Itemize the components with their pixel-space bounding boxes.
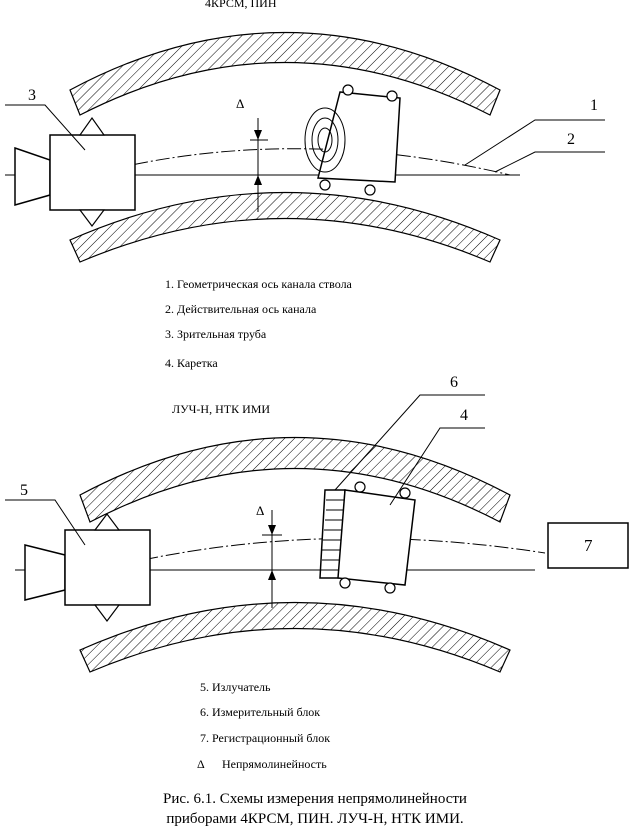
top-scheme: Δ 3 1 2 xyxy=(5,31,605,263)
legend-item-nonstraightness: Непрямолинейность xyxy=(222,757,327,771)
top-delta-label: Δ xyxy=(236,96,244,111)
callout-2: 2 xyxy=(567,131,575,148)
callout-1: 1 xyxy=(590,97,598,114)
callout-5: 5 xyxy=(20,482,28,499)
carriage-icon xyxy=(304,84,401,196)
bottom-delta-label: Δ xyxy=(256,503,264,518)
bottom-carriage-icon xyxy=(337,481,416,594)
callout-leader-4 xyxy=(389,427,485,506)
callout-leader-6 xyxy=(334,394,485,491)
legend-item-2: 2. Действительная ось канала xyxy=(165,302,317,316)
legend-item-7: 7. Регистрационный блок xyxy=(200,731,331,745)
bottom-barrel-upper-wall xyxy=(79,436,511,523)
legend-item-3: 3. Зрительная труба xyxy=(165,327,267,341)
legend-item-1: 1. Геометрическая ось канала ствола xyxy=(165,277,352,291)
top-barrel-upper-wall xyxy=(69,31,501,116)
registration-block-label: 7 xyxy=(584,536,593,555)
registration-block xyxy=(547,522,629,569)
bottom-scheme: Δ 7 5 6 4 Δ xyxy=(5,374,629,771)
legend-item-4: 4. Каретка xyxy=(165,356,218,370)
emitter-icon xyxy=(24,513,151,622)
legend-delta-symbol: Δ xyxy=(197,757,205,771)
callout-leader-3 xyxy=(5,104,86,151)
callout-3: 3 xyxy=(28,87,36,104)
top-diagram-title: 4КРСМ, ПИН xyxy=(205,0,277,10)
callout-4: 4 xyxy=(460,407,468,424)
top-actual-axis xyxy=(69,148,511,181)
legend-item-6: 6. Измерительный блок xyxy=(200,705,321,719)
telescope-icon xyxy=(14,116,136,227)
figure-caption-line-1: Рис. 6.1. Схемы измерения непрямолинейно… xyxy=(163,791,467,807)
callout-leader-1 xyxy=(464,119,605,166)
callout-leader-5 xyxy=(5,499,86,546)
legend-item-5: 5. Излучатель xyxy=(200,680,271,694)
bottom-barrel-lower-wall xyxy=(79,601,511,673)
bottom-deviation-marker: Δ xyxy=(256,503,282,608)
callout-6: 6 xyxy=(450,374,458,391)
top-barrel-lower-wall xyxy=(69,191,501,263)
callout-leader-2 xyxy=(494,151,605,173)
figure-caption-line-2: приборами 4КРСМ, ПИН. ЛУЧ-Н, НТК ИМИ. xyxy=(166,811,464,827)
bottom-diagram-title: ЛУЧ-Н, НТК ИМИ xyxy=(172,402,271,416)
top-deviation-marker: Δ xyxy=(236,96,268,212)
